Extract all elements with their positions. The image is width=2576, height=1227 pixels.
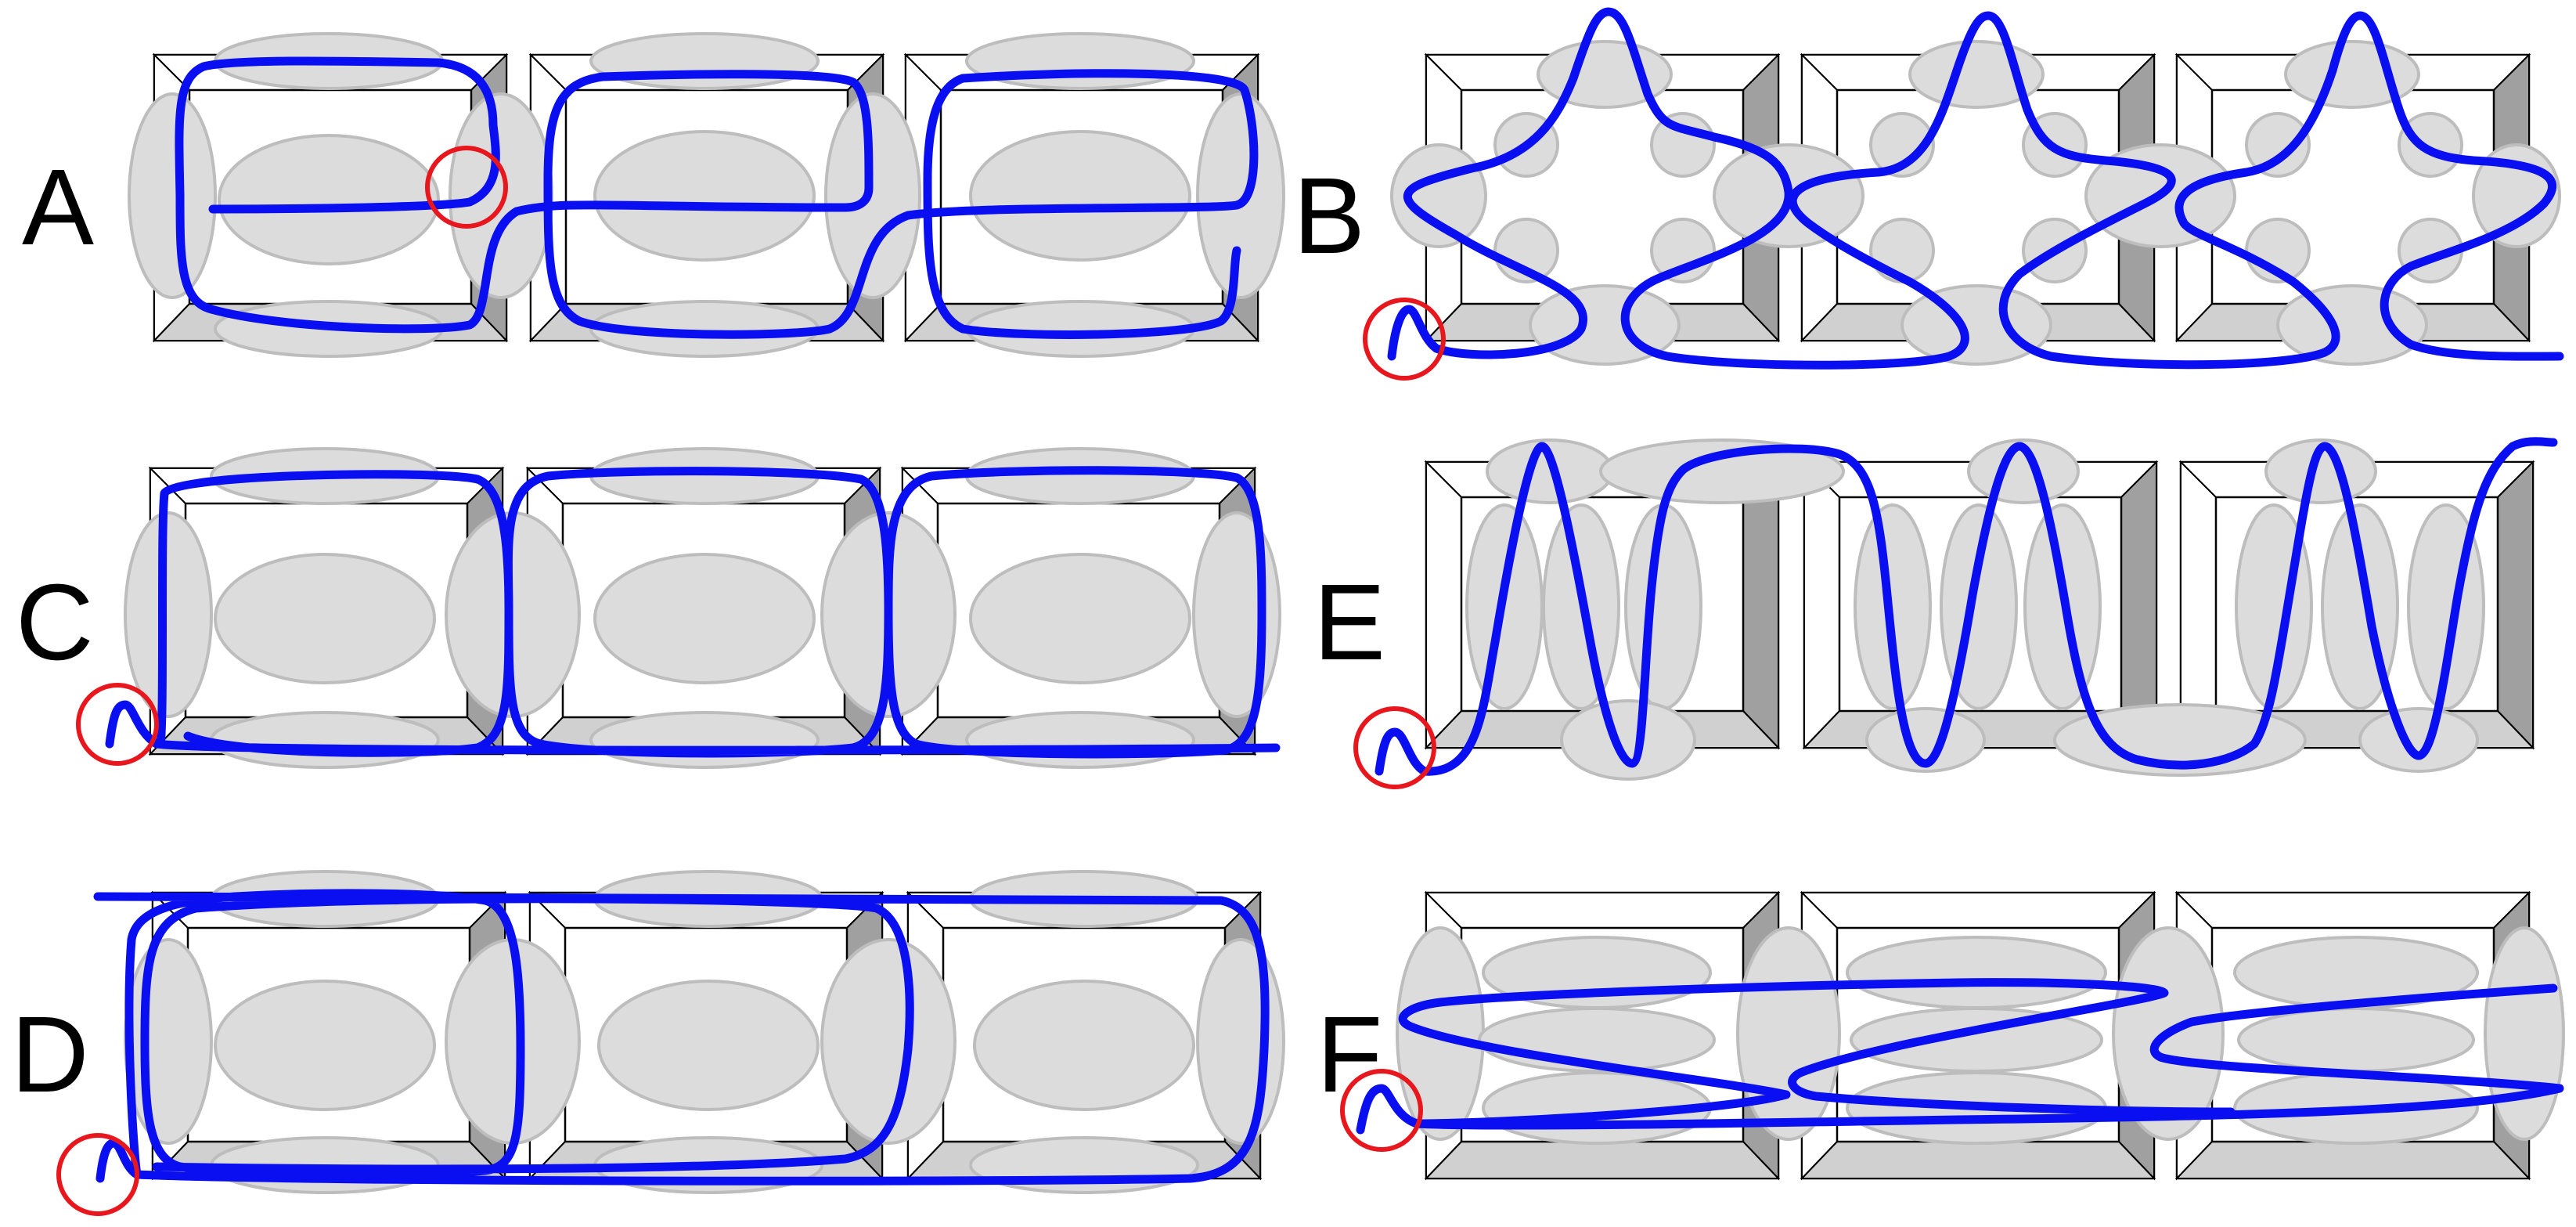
- panel-d: D: [11, 870, 1285, 1216]
- trajectory-d: [93, 889, 1270, 1185]
- panel-label-c: C: [16, 562, 94, 683]
- start-marker-e: [1353, 706, 1436, 789]
- start-marker-d: [56, 1133, 139, 1216]
- start-marker-a: [425, 146, 508, 229]
- panel-a: A: [22, 32, 1285, 358]
- trajectory-c: [105, 466, 1281, 759]
- blobs-a: [128, 32, 1285, 358]
- blobs-d: [124, 870, 1285, 1194]
- trajectory-b: [1387, 7, 2564, 370]
- panel-label-b: B: [1293, 156, 1365, 276]
- trajectory-f: [1356, 978, 2564, 1135]
- panel-label-e: E: [1313, 562, 1385, 683]
- start-marker-f: [1340, 1069, 1423, 1152]
- panel-e: E: [1313, 437, 2558, 789]
- panel-c: C: [16, 447, 1281, 769]
- trajectory-a: [175, 56, 1259, 339]
- start-marker-c: [76, 683, 159, 766]
- panel-b: B: [1293, 7, 2564, 381]
- panel-f: F: [1317, 891, 2565, 1180]
- start-marker-b: [1363, 298, 1446, 381]
- panel-label-d: D: [11, 994, 89, 1115]
- panel-label-a: A: [22, 147, 94, 268]
- trajectory-e: [1374, 437, 2558, 776]
- blobs-c: [124, 447, 1281, 769]
